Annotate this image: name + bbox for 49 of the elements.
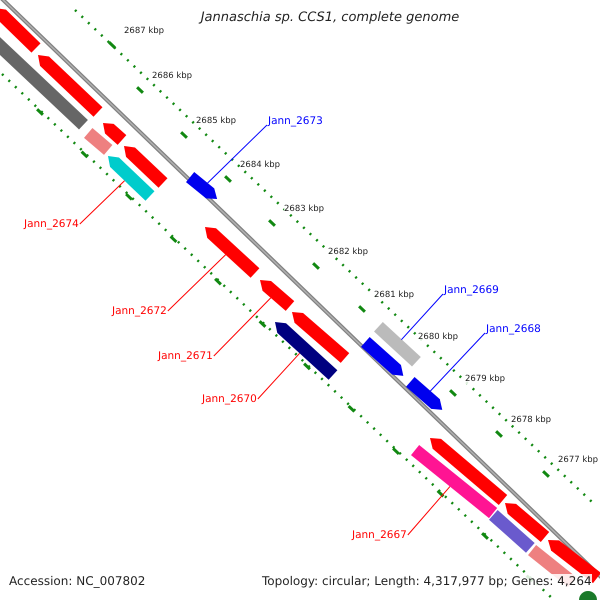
scale-label: 2687 kbp [124, 26, 164, 36]
gene-label: Jann_2672 [112, 305, 167, 317]
gene-segment [360, 337, 403, 376]
leader-line [407, 486, 450, 536]
leader-line [257, 352, 300, 400]
scale-label: 2685 kbp [196, 116, 236, 126]
gene-label: Jann_2671 [158, 350, 213, 362]
gene-segment [186, 172, 217, 199]
scale-label: 2680 kbp [418, 332, 458, 342]
gene-segment [0, 8, 41, 53]
gene-segment [108, 156, 154, 201]
gene-bar [0, 37, 88, 130]
scale-label: 2679 kbp [465, 374, 506, 384]
gene-segment [430, 438, 508, 505]
leader-line [167, 254, 226, 312]
gene-segment [292, 312, 350, 363]
scale-label: 2678 kbp [511, 415, 552, 425]
gene-segment [103, 123, 126, 145]
gene-bar [488, 510, 534, 553]
gene-label: Jann_2673 [268, 115, 323, 127]
scale-label: 2682 kbp [328, 247, 368, 257]
scale-label: 2684 kbp [240, 160, 280, 170]
genome-info-text: Topology: circular; Length: 4,317,977 bp; Genes: 4,264 [262, 574, 592, 588]
gene-segment [406, 377, 442, 410]
gene-segment [38, 55, 102, 117]
gene-bar [374, 322, 420, 367]
gene-label: Jann_2667 [352, 529, 407, 541]
leader-line [430, 332, 486, 392]
gene-bar [84, 128, 112, 155]
scale-label: 2683 kbp [284, 204, 324, 214]
leader-line [213, 297, 272, 356]
scale-label: 2681 kbp [374, 290, 414, 300]
gene-label: Jann_2670 [202, 393, 257, 405]
title: Jannaschia sp. CCS1, complete genome [198, 10, 460, 25]
gene-segment [205, 227, 260, 278]
gene-segment [124, 146, 168, 188]
gene-label: Jann_2674 [24, 218, 79, 230]
leader-line [207, 124, 268, 184]
accession-text: Accession: NC_007802 [9, 574, 146, 588]
leader-line [400, 294, 444, 340]
gene-bar [410, 444, 498, 518]
gene-label: Jann_2668 [486, 323, 541, 335]
scale-label: 2677 kbp [558, 455, 598, 465]
scale-label: 2686 kbp [152, 71, 192, 81]
gene-segment [505, 503, 550, 542]
gene-segment [260, 280, 294, 311]
gene-label: Jann_2669 [444, 284, 499, 296]
gene-segment [275, 322, 338, 380]
leader-line [79, 180, 126, 224]
